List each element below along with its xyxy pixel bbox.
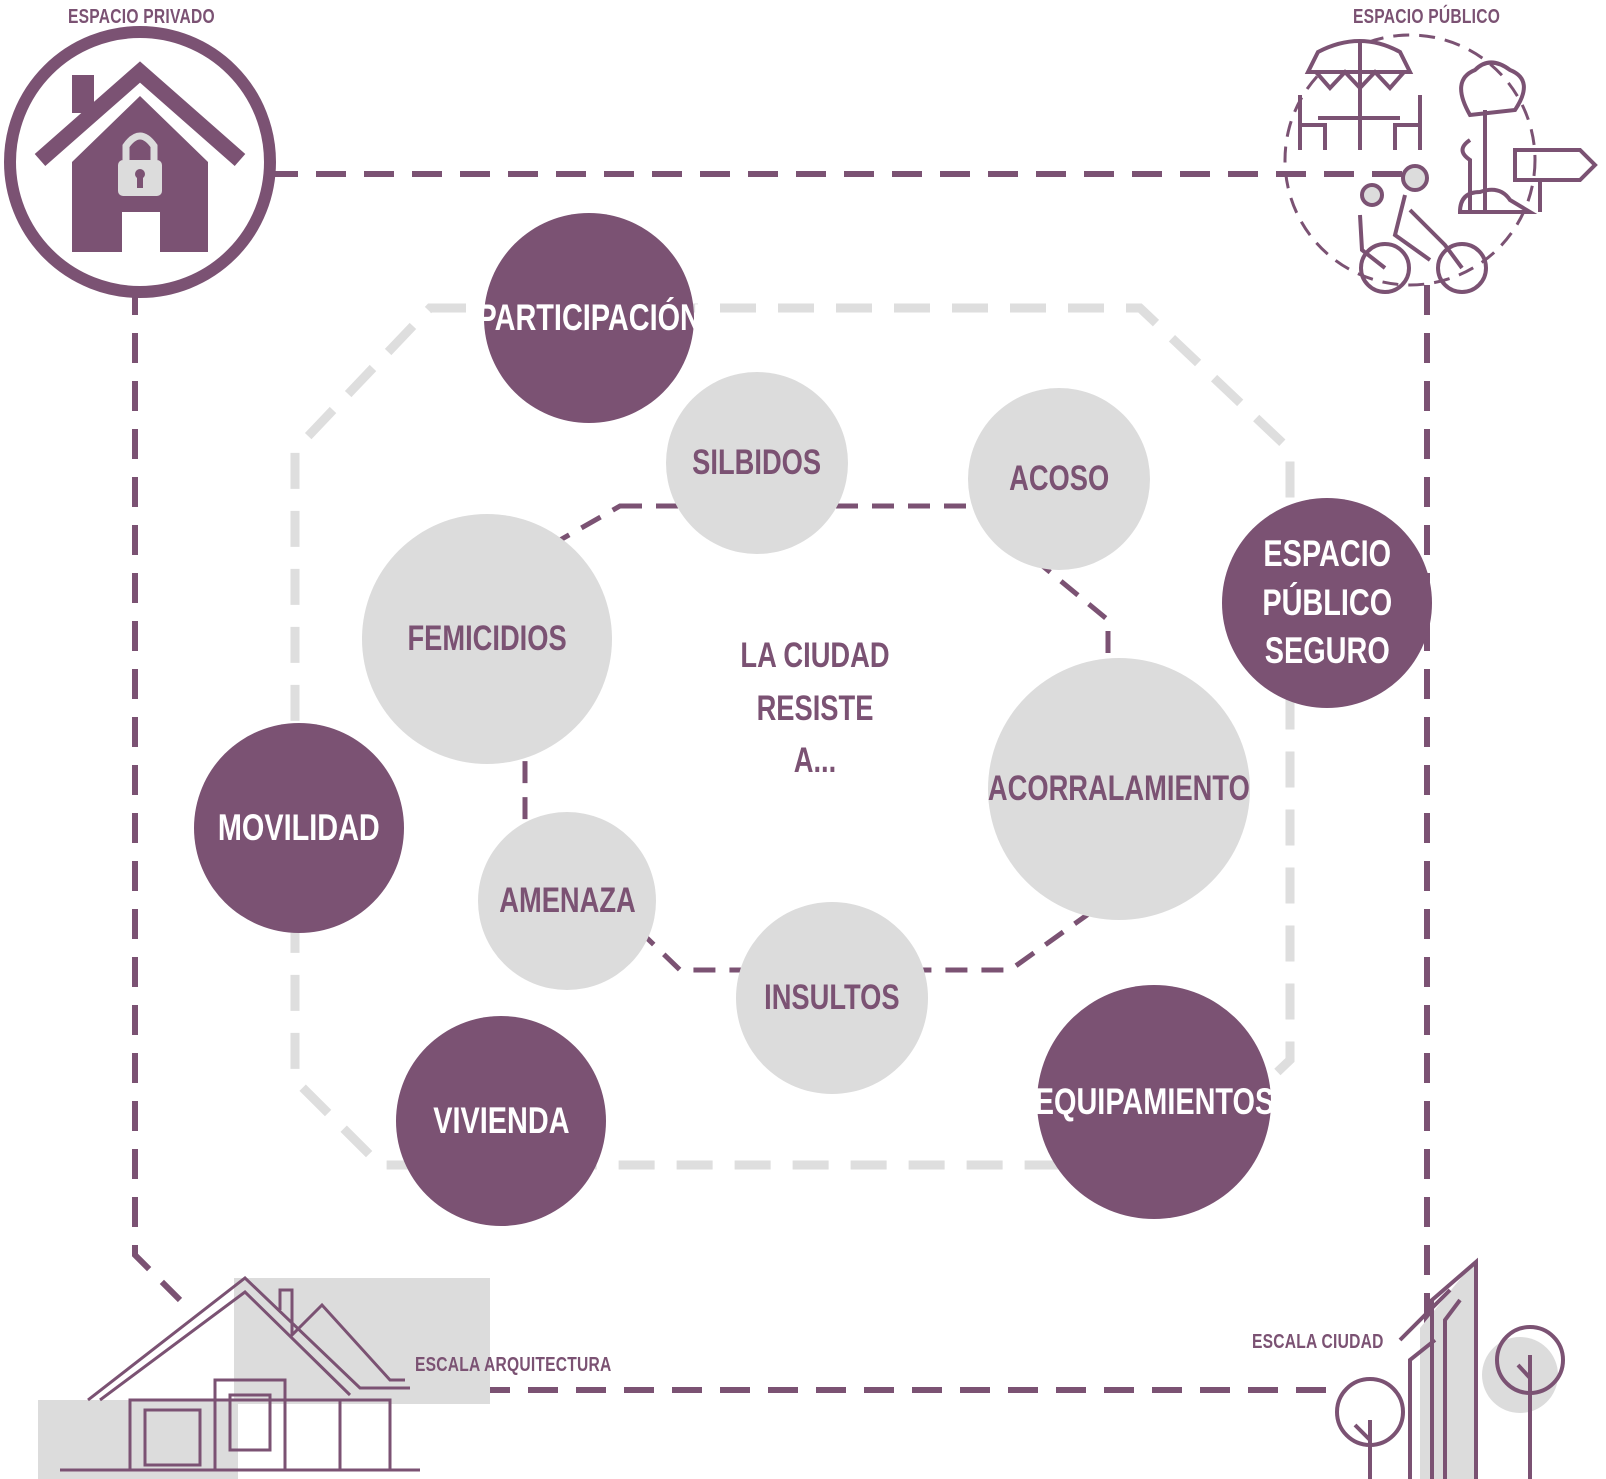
node-amenaza: AMENAZA	[478, 812, 656, 990]
node-acoso: ACOSO	[968, 388, 1150, 570]
caption-escala-arquitectura: ESCALA ARQUITECTURA	[415, 1354, 612, 1376]
node-insultos: INSULTOS	[736, 902, 928, 1094]
caption-escala-ciudad: ESCALA CIUDAD	[1252, 1331, 1384, 1353]
node-vivienda: VIVIENDA	[396, 1016, 606, 1226]
node-acorralamiento: ACORRALAMIENTO	[988, 658, 1250, 920]
node-espacio-publico-seguro: ESPACIO PÚBLICO SEGURO	[1222, 498, 1432, 708]
node-movilidad: MOVILIDAD	[194, 723, 404, 933]
node-femicidios: FEMICIDIOS	[362, 514, 612, 764]
caption-espacio-publico: ESPACIO PÚBLICO	[1353, 6, 1501, 28]
architecture-house-icon	[38, 1276, 490, 1479]
node-equipamientos: EQUIPAMIENTOS	[1034, 985, 1274, 1219]
city-buildings-icon	[1335, 1257, 1565, 1479]
caption-espacio-privado: ESPACIO PRIVADO	[68, 6, 215, 28]
center-label: LA CIUDAD RESISTE A...	[690, 630, 940, 788]
center-line-3: A...	[793, 741, 837, 780]
node-silbidos: SILBIDOS	[666, 372, 848, 554]
node-participacion: PARTICIPACIÓN	[477, 213, 701, 423]
public-space-icon	[1283, 33, 1598, 294]
center-line-1: LA CIUDAD	[740, 636, 890, 675]
center-line-2: RESISTE	[756, 688, 874, 728]
middle-gray-octagon	[290, 303, 1295, 1170]
house-lock-icon	[4, 26, 276, 298]
